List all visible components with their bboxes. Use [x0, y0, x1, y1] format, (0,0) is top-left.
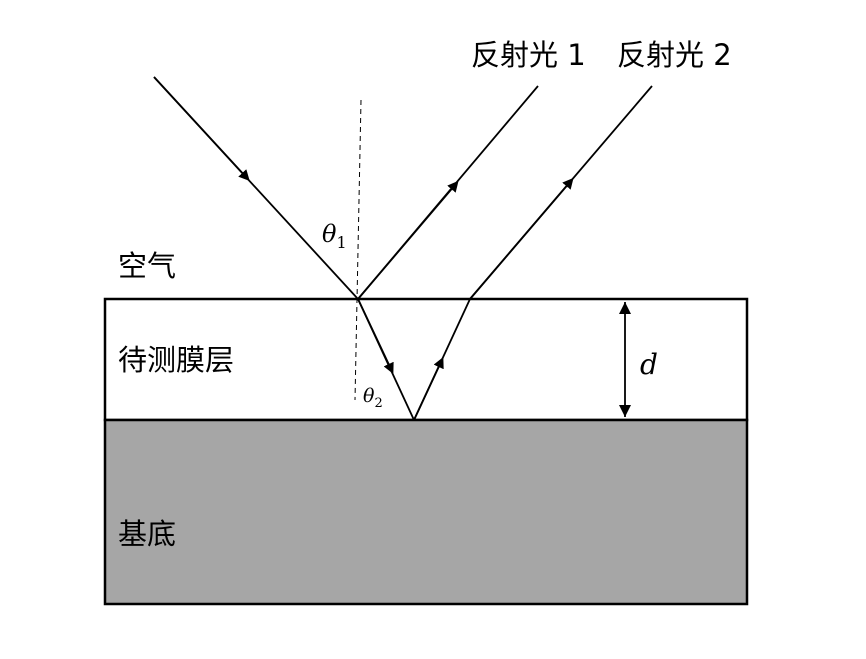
- incident-ray-arrow: [153, 76, 250, 182]
- theta2-subscript: 2: [374, 396, 382, 411]
- substrate-layer: [103, 418, 749, 606]
- film-layer-label: 待测膜层: [118, 343, 234, 377]
- theta2-symbol: θ: [363, 385, 375, 407]
- theta1-subscript: 1: [336, 233, 346, 252]
- refracted-ray-arrow: [357, 298, 394, 374]
- theta1-label: θ1: [322, 220, 347, 252]
- reflected-ray-2-arrow: [469, 177, 574, 300]
- theta1-symbol: θ: [322, 220, 337, 248]
- reflected-light-2-label: 反射光 2: [617, 38, 732, 72]
- air-label: 空气: [118, 249, 176, 283]
- substrate-label: 基底: [118, 517, 176, 551]
- reflected-ray-1-arrow: [357, 180, 459, 300]
- thickness-label: d: [640, 348, 658, 381]
- theta2-label: θ2: [363, 385, 383, 411]
- reflected-light-1-label: 反射光 1: [471, 38, 586, 72]
- film-layer: [103, 297, 749, 422]
- internal-reflected-ray-arrow: [413, 357, 444, 421]
